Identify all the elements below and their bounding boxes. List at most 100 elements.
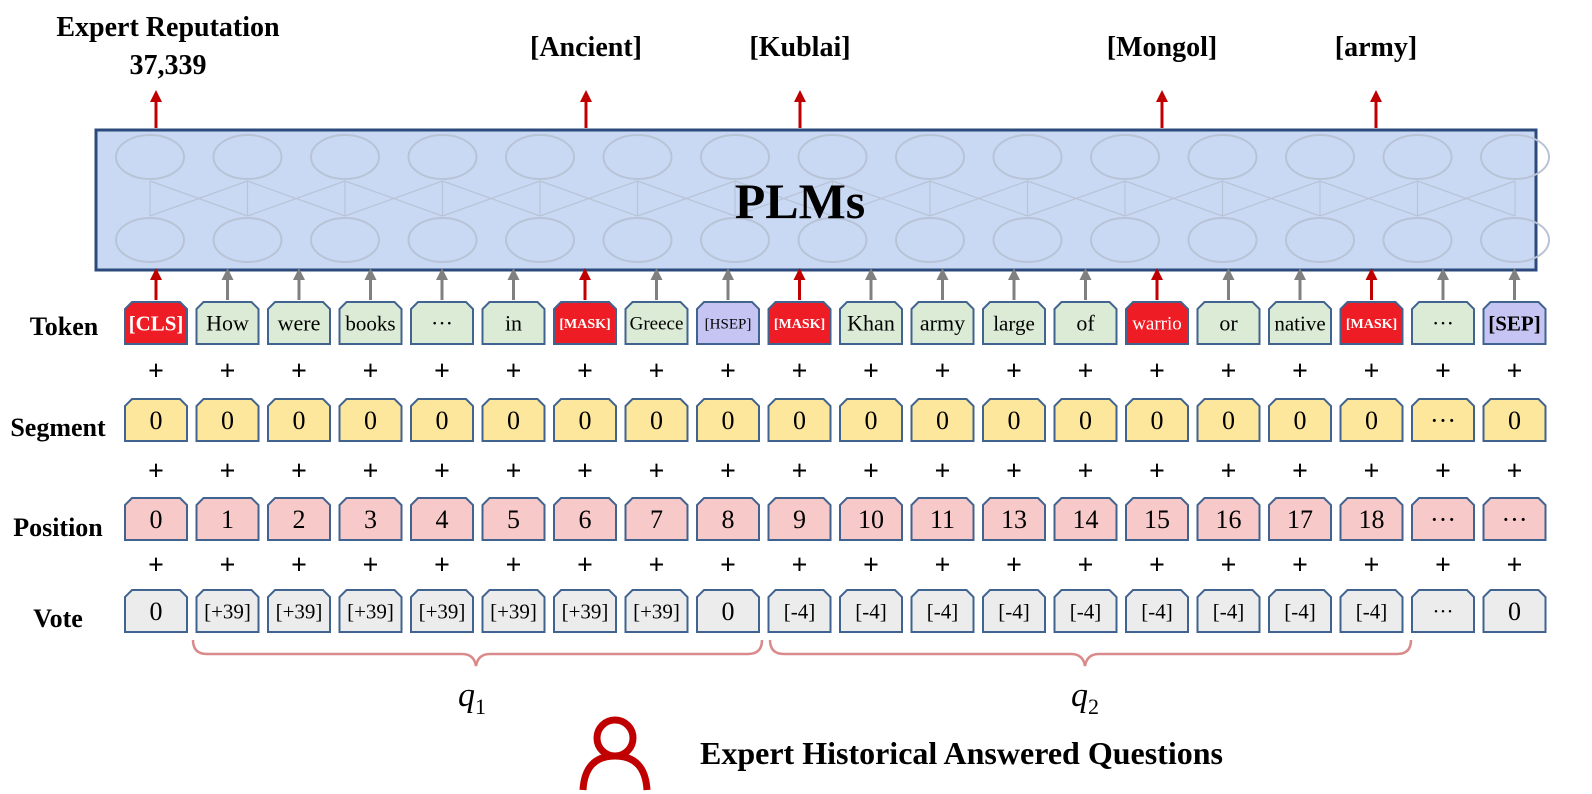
- position-cell: 4: [410, 497, 474, 541]
- footer-title: Expert Historical Answered Questions: [700, 735, 1223, 771]
- vote-cell-box: [1482, 589, 1547, 633]
- token-cell-text: How: [206, 311, 249, 336]
- plus-sign: +: [1507, 550, 1523, 581]
- position-cell: 8: [696, 497, 760, 541]
- plus-sign: +: [1149, 356, 1165, 387]
- segment-cell: 0: [696, 398, 760, 442]
- network-edge: [1319, 180, 1418, 217]
- token-cell: warrio: [1125, 301, 1189, 345]
- segment-cell: 0: [982, 398, 1046, 442]
- plus-sign: +: [935, 356, 951, 387]
- vote-cell: [-4]: [1125, 589, 1189, 633]
- segment-cell-text: 0: [865, 406, 878, 435]
- segment-cell: 0: [1053, 398, 1118, 442]
- segment-cell-box: [1053, 398, 1118, 442]
- segment-cell-text: 0: [1508, 406, 1521, 435]
- segment-cell: 0: [767, 398, 832, 442]
- vote-cell-box: [1053, 589, 1118, 633]
- segment-cell-text: 0: [1008, 406, 1021, 435]
- plus-sign: +: [1078, 356, 1094, 387]
- group-label-q1: q1: [458, 677, 486, 719]
- brace-q2: [768, 639, 1413, 667]
- token-cell-box: [982, 301, 1046, 345]
- plus-sign: +: [1149, 456, 1165, 487]
- plus-sign: +: [935, 550, 951, 581]
- token-cell-box: [624, 301, 689, 345]
- plus-sign: +: [148, 550, 164, 581]
- token-cell-box: [338, 301, 403, 345]
- vote-cell-text: [+39]: [419, 599, 466, 623]
- network-node: [1285, 217, 1355, 263]
- token-cell: [SEP]: [1482, 301, 1547, 345]
- network-node: [602, 217, 673, 263]
- token-cell-box: [1411, 301, 1475, 345]
- plus-sign: +: [506, 456, 522, 487]
- position-cell: 7: [624, 497, 689, 541]
- token-cell: ···: [410, 301, 474, 345]
- network-node: [1187, 217, 1258, 263]
- vote-cell: 0: [1482, 589, 1547, 633]
- segment-cell: 0: [1268, 398, 1332, 442]
- network-node: [700, 134, 770, 180]
- position-cell: 3: [338, 497, 403, 541]
- position-cell: 5: [481, 497, 546, 541]
- vote-cell-box: [1196, 589, 1261, 633]
- plus-sign: +: [1435, 550, 1451, 581]
- segment-cell-text: 0: [936, 406, 949, 435]
- token-cell-text: [MASK]: [1346, 317, 1397, 332]
- token-cell: [CLS]: [124, 301, 188, 345]
- vote-cell-text: [-4]: [1284, 599, 1315, 623]
- plus-sign: +: [1364, 356, 1380, 387]
- network-edge: [539, 180, 638, 217]
- network-node: [115, 217, 185, 263]
- token-cell: were: [267, 301, 331, 345]
- position-cell-box: [410, 497, 474, 541]
- network-node: [992, 217, 1063, 263]
- position-cell: 18: [1339, 497, 1404, 541]
- segment-cell-text: 0: [507, 406, 520, 435]
- segment-cell: ···: [1411, 398, 1475, 442]
- vote-cell-box: [1125, 589, 1189, 633]
- token-cell: army: [910, 301, 975, 345]
- output-label-army: [army]: [1335, 32, 1417, 63]
- plus-sign: +: [1078, 550, 1094, 581]
- plus-sign: +: [577, 456, 593, 487]
- network-node: [310, 217, 380, 263]
- network-node: [1090, 134, 1160, 180]
- position-cell-text: 2: [293, 505, 306, 534]
- position-cell-text: 17: [1287, 505, 1313, 534]
- vote-cell-text: [-4]: [1213, 599, 1244, 623]
- network-edge: [344, 180, 443, 217]
- plus-sign: +: [220, 456, 236, 487]
- network-node: [310, 134, 380, 180]
- token-cell: ···: [1411, 301, 1475, 345]
- vote-cell-text: [-4]: [784, 599, 815, 623]
- position-cell-box: [696, 497, 760, 541]
- vote-cell-box: [553, 589, 617, 633]
- token-cell-box: [910, 301, 975, 345]
- plus-sign: +: [1221, 456, 1237, 487]
- position-cell: 2: [267, 497, 331, 541]
- vote-cell-box: [982, 589, 1046, 633]
- vote-cell: [-4]: [982, 589, 1046, 633]
- token-cell-box: [696, 301, 760, 345]
- segment-cell-text: 0: [150, 406, 163, 435]
- plus-sign: +: [577, 356, 593, 387]
- vote-cell: ···: [1411, 589, 1475, 633]
- vote-cell-text: [+39]: [204, 599, 251, 623]
- plus-sign: +: [1292, 356, 1308, 387]
- position-cell-box: [624, 497, 689, 541]
- segment-cell-box: [410, 398, 474, 442]
- plus-sign: +: [863, 550, 879, 581]
- plus-sign: +: [1078, 456, 1094, 487]
- output-arrows: [150, 90, 1382, 128]
- vote-cell: [-4]: [1339, 589, 1404, 633]
- token-cell: [HSEP]: [696, 301, 760, 345]
- position-cell-box: [982, 497, 1046, 541]
- vote-cell: [+39]: [553, 589, 617, 633]
- token-cell-box: [1268, 301, 1332, 345]
- network-node: [797, 134, 868, 180]
- segment-cell-text: 0: [579, 406, 592, 435]
- segment-cell: 0: [624, 398, 689, 442]
